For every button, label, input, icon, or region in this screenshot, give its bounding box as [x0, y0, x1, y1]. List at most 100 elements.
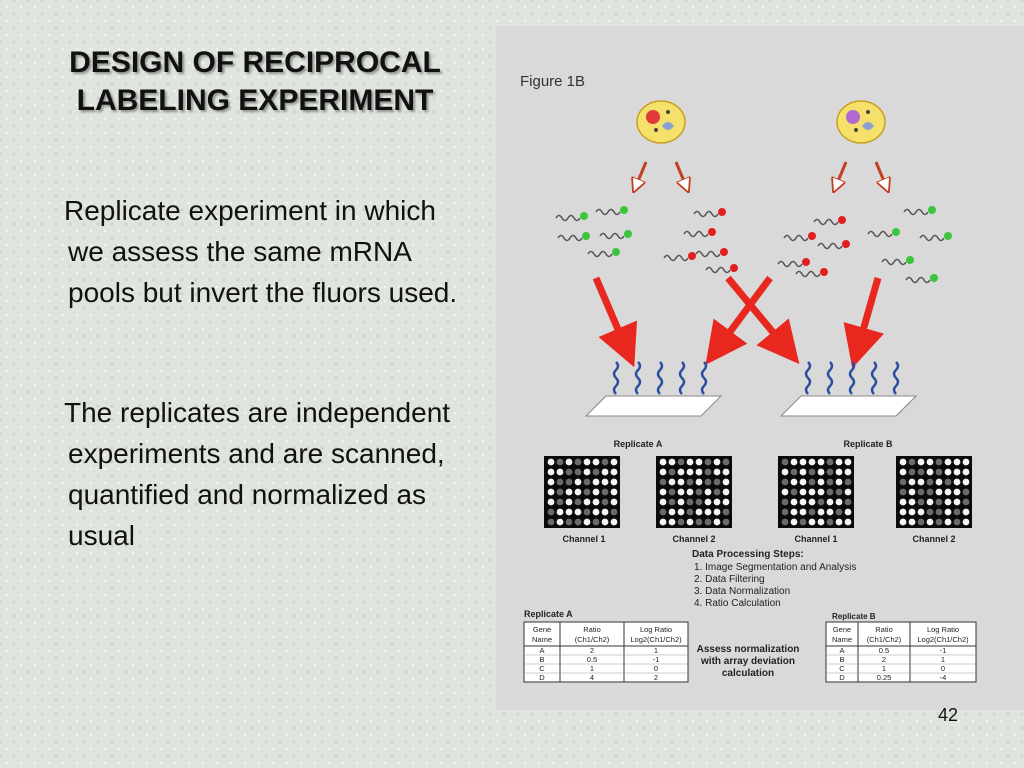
figure-1b-panel: Figure 1B [496, 26, 1024, 710]
scan-spot [817, 458, 825, 466]
scan-spot [953, 498, 961, 506]
scan-spot [944, 518, 952, 526]
scan-spot [799, 498, 807, 506]
scan-spot [926, 498, 934, 506]
scan-spot [668, 458, 676, 466]
scan-spot [574, 478, 582, 486]
scan-spot [686, 478, 694, 486]
scan-spot [610, 498, 618, 506]
scan-spot [808, 468, 816, 476]
scan-spot [781, 508, 789, 516]
table-b-cell: 2 [882, 655, 886, 664]
hybridization-arrows [592, 275, 884, 369]
scan-spot [722, 508, 730, 516]
scan-spot [610, 488, 618, 496]
scan-spot [844, 468, 852, 476]
table-b-title: Replicate B [832, 612, 876, 621]
table-a-cell: D [539, 673, 545, 682]
table-b-cell: 1 [941, 655, 945, 664]
scan-spot [565, 498, 573, 506]
scan-spot [908, 518, 916, 526]
slide-title: DESIGN OF RECIPROCAL LABELING EXPERIMENT [30, 44, 480, 120]
table-b-cell: 1 [882, 664, 886, 673]
table-b-cell: 0.25 [877, 673, 892, 682]
scan-spot [817, 498, 825, 506]
scan-spot [926, 478, 934, 486]
scan-spot [704, 508, 712, 516]
scan-spot [713, 468, 721, 476]
scan-spot [574, 498, 582, 506]
scan-spot [799, 478, 807, 486]
scan-spot [659, 468, 667, 476]
center-note-line: calculation [722, 668, 774, 679]
table-b-cell: C [839, 664, 845, 673]
scan-image [896, 456, 972, 528]
scan-spot [556, 478, 564, 486]
scan-spot [704, 518, 712, 526]
scan-spot [899, 508, 907, 516]
scan-spot [808, 498, 816, 506]
scan-image [656, 456, 732, 528]
table-b-cell: D [839, 673, 845, 682]
scan-spot [601, 518, 609, 526]
scan-spot [686, 468, 694, 476]
scan-spot [908, 458, 916, 466]
table-b-header: Log Ratio [927, 625, 959, 634]
scan-spot [908, 468, 916, 476]
scan-spot [547, 498, 555, 506]
scan-spot [835, 468, 843, 476]
scan-spot [592, 488, 600, 496]
scan-spot [808, 518, 816, 526]
scan-spot [781, 518, 789, 526]
scan-spot [686, 458, 694, 466]
scan-spot [953, 518, 961, 526]
scan-spot [722, 518, 730, 526]
scan-spot [565, 478, 573, 486]
scan-spot [556, 508, 564, 516]
scan-spot [926, 518, 934, 526]
scan-spot [722, 478, 730, 486]
table-a-cell: C [539, 664, 545, 673]
scan-spot [826, 468, 834, 476]
scan-spot [844, 478, 852, 486]
scan-spot [799, 468, 807, 476]
scan-spot [704, 498, 712, 506]
replicate-a-label: Replicate A [614, 439, 663, 449]
scan-spot [695, 458, 703, 466]
paragraph-replicates-description: The replicates are independent experimen… [64, 397, 451, 551]
scan-spot [565, 458, 573, 466]
title-line-1: DESIGN OF RECIPROCAL [69, 46, 441, 79]
scan-spot [547, 468, 555, 476]
cell-left-icon [636, 100, 686, 144]
scan-spot [826, 478, 834, 486]
table-a-cell: 0 [654, 664, 658, 673]
scan-spot [908, 498, 916, 506]
scan-spot [799, 488, 807, 496]
table-b-header: (Ch1/Ch2) [867, 635, 902, 644]
scan-spot [677, 488, 685, 496]
scan-spot [547, 458, 555, 466]
labeled-mrna-green-left [555, 208, 625, 258]
scan-spot [844, 488, 852, 496]
scan-spot [917, 458, 925, 466]
scan-spot [899, 498, 907, 506]
table-a-header: Log Ratio [640, 625, 672, 634]
scan-spot [962, 468, 970, 476]
table-a-cell: 1 [654, 646, 658, 655]
scan-spot [953, 508, 961, 516]
scan-spot [781, 498, 789, 506]
table-a-header: Gene [533, 625, 551, 634]
channel-label: Channel 2 [672, 534, 715, 544]
scan-spot [565, 518, 573, 526]
scan-spot [565, 468, 573, 476]
scan-spot [917, 498, 925, 506]
scan-spot [917, 468, 925, 476]
scan-spot [668, 498, 676, 506]
scan-spot [704, 458, 712, 466]
scan-spot [781, 458, 789, 466]
scan-spot [556, 458, 564, 466]
page-number: 42 [938, 705, 959, 725]
center-note-line: with array deviation [700, 656, 795, 667]
scan-spot [944, 488, 952, 496]
scan-spot [610, 518, 618, 526]
